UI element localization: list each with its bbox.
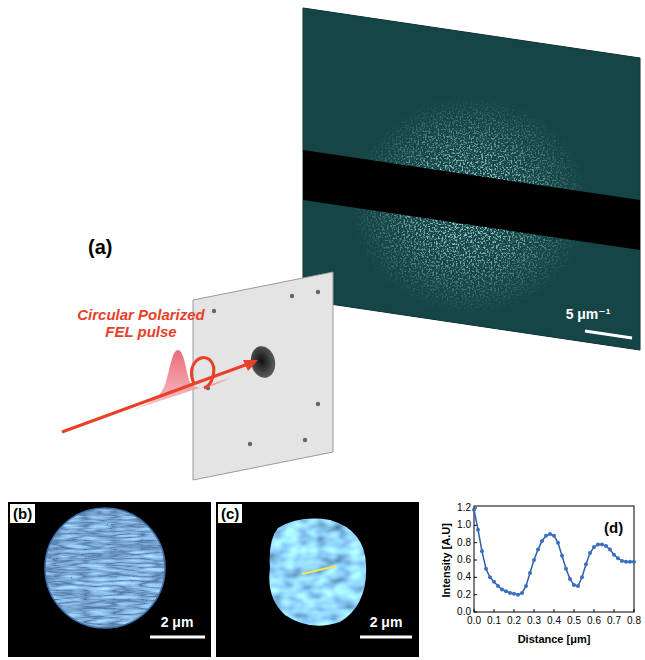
tick-mark [574, 609, 575, 612]
data-point [572, 583, 576, 587]
data-point [516, 593, 520, 597]
tick-label: 0.1 [482, 615, 506, 627]
tick-mark [474, 560, 477, 561]
data-point [500, 588, 504, 592]
tick-label: 0.4 [452, 571, 471, 583]
data-point [612, 553, 616, 557]
tick-mark [534, 609, 535, 612]
data-point [576, 584, 580, 588]
data-point [568, 577, 572, 581]
data-point [600, 542, 604, 546]
tick-mark [514, 609, 515, 612]
reconstruction-panel [8, 502, 211, 657]
tick-label: 0.0 [462, 615, 486, 627]
data-point [472, 508, 476, 512]
panel-label: (c) [218, 504, 242, 523]
data-point [596, 542, 600, 546]
scale-label: 2 μm [351, 614, 421, 630]
tick-label: 0.7 [602, 615, 626, 627]
data-point [632, 560, 636, 564]
tick-mark [474, 542, 477, 543]
data-point [616, 556, 620, 560]
beam-label: Circular Polarized FEL pulse [66, 306, 216, 341]
tick-mark [474, 577, 477, 578]
panel-label: (b) [10, 504, 35, 523]
tick-label: 1.0 [452, 519, 471, 531]
data-point [492, 580, 496, 584]
beam-stop [303, 150, 640, 250]
data-point [560, 554, 564, 558]
data-line [474, 510, 634, 595]
data-point [584, 562, 588, 566]
data-point [528, 571, 532, 575]
data-point [564, 567, 568, 571]
tick-mark [554, 609, 555, 612]
data-point [532, 558, 536, 562]
tick-mark [474, 594, 477, 595]
tick-label: 0.8 [622, 615, 645, 627]
detector-panel [303, 8, 640, 350]
line-chart [472, 506, 636, 612]
tick-label: 0.4 [542, 615, 566, 627]
data-point [544, 534, 548, 538]
tick-label: 0.8 [452, 537, 471, 549]
data-point [508, 591, 512, 595]
tick-label: 0.3 [522, 615, 546, 627]
data-point [512, 592, 516, 596]
axis-title: Distance [μm] [504, 633, 604, 646]
tick-label: 0.2 [452, 589, 471, 601]
tick-label: 0.2 [502, 615, 526, 627]
data-point [548, 532, 552, 536]
data-point [620, 559, 624, 563]
scale-label: 5 μm⁻¹ [548, 306, 628, 322]
tick-mark [594, 609, 595, 612]
object-panel [216, 502, 419, 657]
data-point [504, 589, 508, 593]
data-point [608, 548, 612, 552]
tick-mark [634, 609, 635, 612]
data-point [488, 575, 492, 579]
scale-label: 2 μm [142, 614, 212, 630]
tick-mark [494, 609, 495, 612]
data-point [604, 544, 608, 548]
tick-label: 1.2 [452, 502, 471, 514]
data-point [580, 575, 584, 579]
tick-label: 0.6 [582, 615, 606, 627]
data-point [476, 528, 480, 532]
data-point [524, 584, 528, 588]
panel-label: (d) [604, 519, 623, 536]
data-point [588, 551, 592, 555]
tick-label: 0.6 [452, 554, 471, 566]
data-point [556, 541, 560, 545]
data-point [484, 567, 488, 571]
data-point [628, 560, 632, 564]
data-point [552, 534, 556, 538]
data-point [536, 548, 540, 552]
data-point [592, 545, 596, 549]
data-point [540, 539, 544, 543]
panel-label: (a) [88, 236, 138, 259]
scale-bar [585, 331, 632, 338]
tick-mark [474, 609, 475, 612]
fel-beam [62, 350, 258, 432]
axis-title: Intensity [A.U] [440, 505, 453, 615]
tick-label: 0.5 [562, 615, 586, 627]
data-point [624, 560, 628, 564]
data-point [496, 584, 500, 588]
data-point [520, 591, 524, 595]
tick-mark [614, 609, 615, 612]
data-point [480, 549, 484, 553]
